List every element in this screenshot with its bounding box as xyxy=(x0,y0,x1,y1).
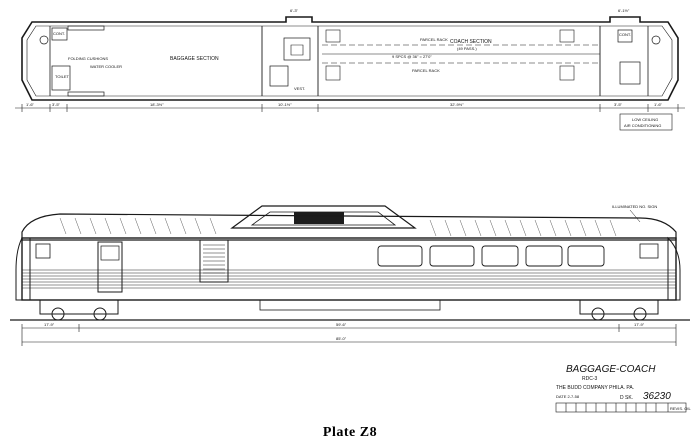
plan-view: BAGGAGE SECTION COACH SECTION (49 PASS.)… xyxy=(15,8,685,131)
plan-vestibule-label: VEST. xyxy=(294,86,305,91)
plan-coach-section-label: COACH SECTION xyxy=(450,39,492,45)
left-truck-frame xyxy=(39,299,119,315)
left-end-nose xyxy=(15,237,31,301)
title-block-company: THE BUDD COMPANY PHILA. PA. xyxy=(556,385,634,391)
elevation-light-note: ILLUMINATED NO. SIGN xyxy=(612,204,657,209)
title-block: BAGGAGE-COACH RDC-3 THE BUDD COMPANY PHI… xyxy=(555,364,691,413)
plan-baggage-section-label: BAGGAGE SECTION xyxy=(170,56,219,62)
roof-hatch xyxy=(59,217,617,237)
right-cab-window xyxy=(639,243,659,259)
elevation-dim-overall: 85'-0" xyxy=(336,336,347,341)
plan-right-cab-seat xyxy=(651,35,661,45)
title-block-sheet-prefix: D SK. xyxy=(620,395,633,401)
plan-folding-seat-label: FOLDING CUSHIONS xyxy=(68,56,108,61)
elevation-dim-center: 59'-6" xyxy=(336,322,347,327)
plan-dim-4: 10'-1½" xyxy=(278,102,292,107)
plan-center-equipment-room xyxy=(283,37,311,61)
roof-equipment-dark-panel xyxy=(294,212,344,224)
side-elevation: 17'-9" 59'-6" 17'-9" 85'-0" ILLUMINATED … xyxy=(10,204,690,346)
plan-parcel-rack-bottom: PARCEL RACK xyxy=(412,68,440,73)
roof-equipment-housing xyxy=(230,205,417,229)
plate-caption: Plate Z8 xyxy=(323,425,377,440)
plan-dim-5: 32'-9½" xyxy=(450,102,464,107)
plan-dim-1: 1'-6" xyxy=(26,102,35,107)
title-block-title: BAGGAGE-COACH xyxy=(566,364,656,375)
fluted-side-panels xyxy=(22,269,676,289)
plan-inner-wall xyxy=(26,25,673,97)
plan-baggage-door-top xyxy=(67,25,105,31)
plan-air-conditioning-label: AIR CONDITIONING xyxy=(624,123,661,128)
plan-baggage-door-bottom xyxy=(67,91,105,97)
title-block-model: RDC-3 xyxy=(582,376,597,382)
plan-dim-top-center: 6'-3" xyxy=(290,8,299,13)
baggage-door-window xyxy=(100,245,120,261)
plan-low-ceiling-label: LOW CEILING xyxy=(632,117,658,122)
plan-right-control-label: CONT. xyxy=(619,32,631,37)
plan-dim-7: 1'-6" xyxy=(654,102,663,107)
elevation-light-leader xyxy=(629,209,641,223)
plan-toilet-label: TOILET xyxy=(55,74,69,79)
plan-dim-2: 3'-5" xyxy=(52,102,61,107)
car-body xyxy=(21,237,677,301)
roof-profile xyxy=(21,213,677,241)
plan-center-locker xyxy=(269,65,289,87)
baggage-side-door xyxy=(97,241,123,293)
plan-left-cab-seat xyxy=(39,35,49,45)
plan-center-stove-icon xyxy=(290,44,304,56)
plan-dim-top-right: 6'-1½" xyxy=(618,8,630,13)
right-truck-frame xyxy=(579,299,659,315)
title-block-date: DATE 2-7-58 xyxy=(556,394,580,399)
title-block-sheet-number: 36230 xyxy=(643,391,671,402)
louver-panel xyxy=(199,239,229,283)
plan-dim-3: 18'-3½" xyxy=(150,102,164,107)
plan-left-control-label: CONT. xyxy=(53,31,65,36)
plan-low-ceiling-box xyxy=(619,113,673,131)
left-cab-window xyxy=(35,243,51,259)
plan-dimension-ticks xyxy=(21,104,679,112)
title-block-revision-grid xyxy=(555,402,687,413)
plan-left-control-stand xyxy=(51,27,68,41)
plan-water-cooler-label: WATER COOLER xyxy=(90,64,122,69)
louver-slats xyxy=(203,244,225,274)
elevation-dim-left: 17'-9" xyxy=(44,322,55,327)
plan-right-locker xyxy=(619,61,641,85)
plan-seats-top xyxy=(325,29,575,43)
plan-outline xyxy=(21,16,679,101)
plan-seating-dim: 9 SPCS @ 36" = 27'0" xyxy=(392,54,432,59)
plan-coach-capacity: (49 PASS.) xyxy=(457,46,477,51)
plan-right-control-stand xyxy=(617,29,633,43)
coach-windows xyxy=(377,245,605,267)
elevation-dim-right: 17'-9" xyxy=(634,322,645,327)
plan-seats-bottom xyxy=(325,65,575,81)
underbody-equipment xyxy=(259,299,441,311)
elevation-dimension-ticks xyxy=(21,324,677,346)
plan-parcel-rack-top: PARCEL RACK xyxy=(420,37,448,42)
plan-dim-6: 3'-5" xyxy=(614,102,623,107)
plan-toilet-room xyxy=(51,65,71,91)
title-block-revision: REVIS. OIL xyxy=(670,406,691,411)
right-end-nose xyxy=(667,236,681,301)
